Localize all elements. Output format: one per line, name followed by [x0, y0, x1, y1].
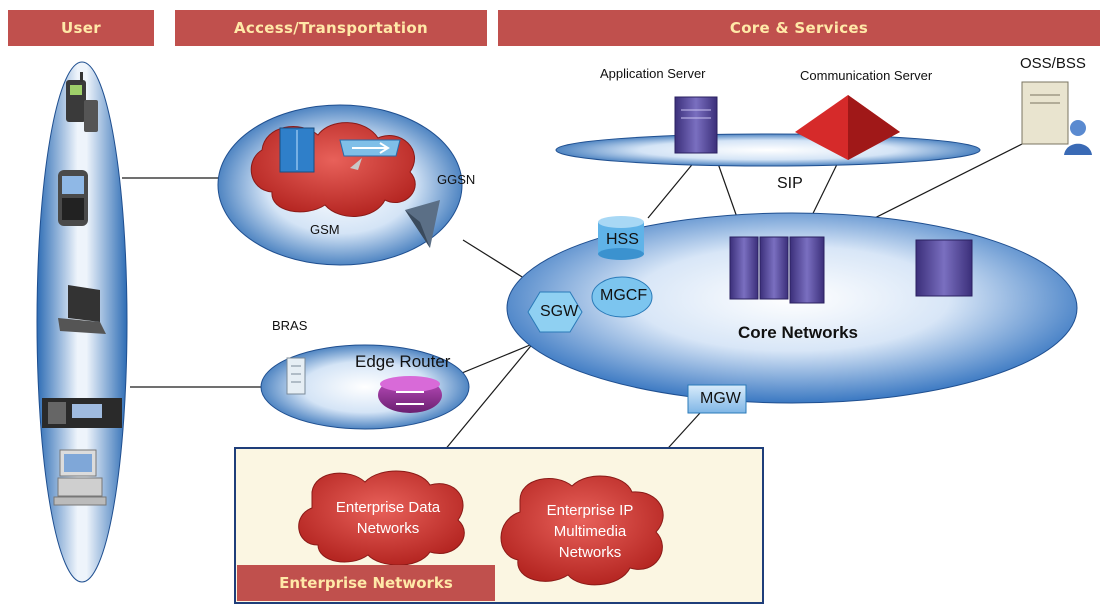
enterprise-ip-cloud	[500, 475, 664, 586]
enterprise-data-line-2: Networks	[356, 520, 420, 537]
label-sip: SIP	[777, 175, 803, 192]
cabinet-icon	[279, 127, 315, 173]
enterprise-data-cloud	[298, 470, 465, 566]
label-application-server: Application Server	[600, 66, 706, 81]
ggsn-router-icon	[405, 200, 440, 248]
laptop-icon	[58, 285, 106, 334]
label-mgw: MGW	[700, 390, 741, 407]
enterprise-ip-cloud-label: Enterprise IP Multimedia Networks	[520, 500, 660, 563]
enterprise-networks-banner: Enterprise Networks	[237, 565, 495, 601]
services-ellipse	[555, 133, 981, 167]
edge-router-icon	[378, 376, 442, 413]
label-sgw: SGW	[540, 303, 579, 320]
label-gsm: GSM	[310, 222, 340, 237]
enterprise-data-cloud-label: Enterprise Data Networks	[318, 497, 458, 539]
desktop-computer-icon	[53, 449, 107, 506]
ip-phone-icon	[42, 398, 122, 428]
mobile-phone-icon	[66, 72, 98, 132]
core-servers-icon	[729, 236, 825, 304]
header-user: User	[8, 10, 154, 46]
enterprise-ip-line-3: Networks	[558, 544, 622, 561]
server-icon	[915, 239, 973, 297]
label-core-networks: Core Networks	[738, 323, 858, 342]
smartphone-icon	[58, 170, 88, 226]
switch-icon	[339, 139, 401, 170]
enterprise-ip-line-2: Multimedia	[553, 523, 627, 540]
gsm-cloud	[250, 122, 416, 217]
label-oss-bss: OSS/BSS	[1020, 55, 1086, 72]
header-access-transportation: Access/Transportation	[175, 10, 487, 46]
database-icon	[598, 216, 644, 260]
label-hss: HSS	[606, 231, 639, 248]
application-server-icon	[674, 96, 718, 154]
bras-cabinet-icon	[286, 357, 306, 395]
mgcf-node-icon	[591, 276, 653, 318]
label-ggsn: GGSN	[437, 172, 476, 187]
header-core-services: Core & Services	[498, 10, 1100, 46]
label-bras: BRAS	[272, 318, 308, 333]
enterprise-ip-line-1: Enterprise IP	[546, 502, 634, 519]
sgw-hexagon-icon	[527, 291, 583, 333]
mgw-box-icon	[687, 384, 747, 414]
oss-bss-icon	[1021, 81, 1092, 155]
label-edge-router: Edge Router	[355, 352, 451, 371]
label-communication-server: Communication Server	[800, 68, 933, 83]
label-mgcf: MGCF	[600, 287, 648, 304]
enterprise-data-line-1: Enterprise Data	[335, 499, 441, 516]
pyramid-server-icon	[795, 95, 900, 160]
